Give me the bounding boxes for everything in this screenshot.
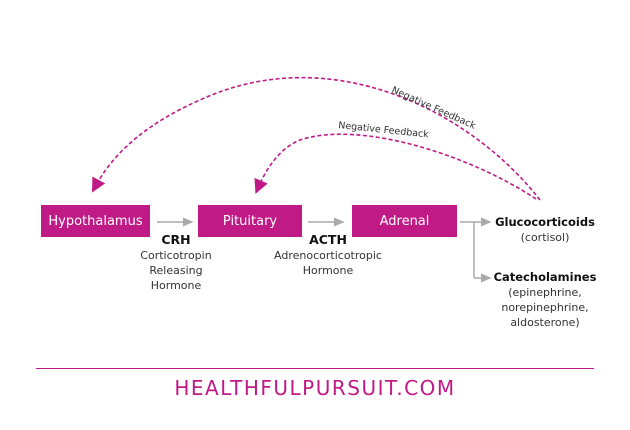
output-glucocorticoids-desc: (cortisol) [492, 230, 598, 245]
desc-line: aldosterone) [510, 316, 580, 329]
output-catecholamines-title: Catecholamines [493, 270, 597, 284]
arrow-adrenal-branch [460, 221, 475, 278]
footer-site-link[interactable]: HEALTHFULPURSUIT.COM [174, 376, 456, 400]
desc-line: Adrenocorticotropic [274, 249, 382, 262]
node-pituitary: Pituitary [198, 205, 302, 237]
desc-line: norepinephrine, [501, 301, 589, 314]
hormone-crh-abbr: CRH [161, 232, 191, 247]
hormone-crh-desc: Corticotropin Releasing Hormone [118, 248, 234, 293]
desc-line: Corticotropin [140, 249, 212, 262]
node-adrenal: Adrenal [352, 205, 457, 237]
feedback-arc-hypothalamus [94, 76, 541, 201]
desc-line: (epinephrine, [508, 286, 582, 299]
output-catecholamines-desc: (epinephrine, norepinephrine, aldosteron… [492, 285, 598, 330]
hormone-acth-abbr: ACTH [309, 232, 347, 247]
node-hypothalamus: Hypothalamus [41, 205, 150, 237]
desc-line: Hormone [150, 279, 202, 292]
desc-line: Releasing [149, 264, 203, 277]
output-glucocorticoids-title: Glucocorticoids [495, 215, 595, 229]
footer-divider [36, 368, 594, 369]
feedback-label-outer: Negative Feedback [390, 85, 478, 132]
desc-line: Hormone [302, 264, 354, 277]
hormone-acth-desc: Adrenocorticotropic Hormone [260, 248, 396, 278]
desc-line: (cortisol) [520, 231, 570, 244]
feedback-arc-pituitary [257, 133, 537, 200]
feedback-label-inner: Negative Feedback [338, 120, 430, 140]
